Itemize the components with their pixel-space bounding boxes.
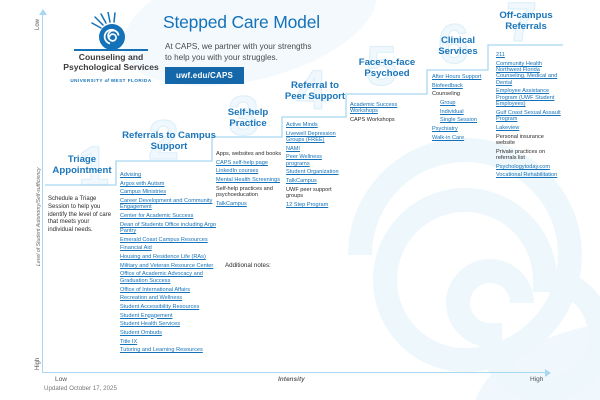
- resource-link[interactable]: TalkCampus: [286, 178, 317, 185]
- logo-divider: [74, 49, 148, 51]
- resource-text: Apps, websites and books: [216, 151, 281, 157]
- resource-link[interactable]: Student Organization: [286, 169, 339, 176]
- resource-link[interactable]: Livewell Depression Groups (FREE): [286, 130, 336, 144]
- resource-link[interactable]: Advising: [120, 172, 142, 178]
- updated-date: Updated October 17, 2025: [44, 385, 117, 392]
- step-7-numeral: 7: [505, 0, 538, 53]
- university-prefix: UNIVERSITY: [70, 78, 103, 83]
- resource-link[interactable]: TalkCampus: [216, 200, 247, 207]
- page-title: Stepped Care Model: [163, 12, 320, 32]
- x-axis-line: [42, 372, 546, 374]
- resource-link[interactable]: NAMI: [286, 145, 300, 152]
- resource-link[interactable]: Student Engagement: [120, 312, 173, 319]
- subtitle-line1: At CAPS, we partner with your strengths: [165, 42, 312, 51]
- university-of: of: [104, 78, 109, 83]
- resource-link[interactable]: Student Health Services: [120, 321, 181, 328]
- resource-link[interactable]: Center for Academic Success: [120, 213, 194, 220]
- resource-link[interactable]: Group: [440, 100, 456, 107]
- step-1-description: Schedule a Triage Session to help you id…: [48, 196, 112, 234]
- x-axis-title: Intensity: [278, 376, 305, 383]
- resource-link[interactable]: Community Health Northwest Florida Couns…: [496, 60, 558, 86]
- resource-link[interactable]: Walk-in Care: [432, 134, 465, 141]
- x-axis-left-label: Low: [55, 376, 67, 383]
- step-5-title: Face-to-face Psychoed: [358, 57, 416, 79]
- resource-link[interactable]: Biofeedback: [432, 82, 463, 89]
- nautilus-watermark: [348, 138, 600, 400]
- resource-link[interactable]: Psychiatry: [432, 126, 458, 133]
- resource-link[interactable]: Dean of Students Office including Argo P…: [120, 221, 216, 235]
- resource-link[interactable]: Mental Health Screenings: [216, 177, 281, 184]
- resource-link[interactable]: Employee Assistance Program (UWF Student…: [496, 88, 555, 108]
- y-axis-bottom-label: High: [35, 357, 41, 370]
- step-2-title: Referrals to Campus Support: [122, 130, 216, 152]
- resource-text: Personal insurance website: [496, 133, 544, 146]
- resource-link[interactable]: LinkedIn courses: [216, 168, 259, 175]
- org-name-line2: Psychological Services: [63, 61, 159, 72]
- subtitle: At CAPS, we partner with your strengths …: [165, 41, 312, 63]
- resource-link[interactable]: Single Session: [440, 117, 478, 124]
- step-6-title: Clinical Services: [438, 35, 478, 57]
- resource-link[interactable]: Academic Success Workshops: [350, 102, 398, 115]
- step-7-title: Off-campus Referrals: [499, 10, 553, 32]
- resource-link[interactable]: Psychologytoday.com: [496, 163, 550, 170]
- resource-link[interactable]: Recreation and Wellness: [120, 295, 183, 302]
- y-axis-line: [42, 15, 44, 373]
- y-axis-top-label: Low: [35, 18, 41, 30]
- resource-link[interactable]: Military and Veteran Resource Center: [120, 262, 214, 269]
- resource-link[interactable]: Student Ombuds: [120, 329, 162, 336]
- resource-link[interactable]: Financial Aid: [120, 245, 152, 252]
- y-axis-title: Level of Student Autonomy/Self-sufficien…: [36, 167, 42, 266]
- resource-link[interactable]: Office of International Affairs: [120, 286, 191, 293]
- resource-link[interactable]: Student Accessibility Resources: [120, 303, 200, 310]
- additional-notes-label: Additional notes:: [225, 262, 271, 269]
- y-axis-arrow-icon: [39, 9, 47, 15]
- nautilus-shell-icon: [91, 12, 125, 50]
- resource-link[interactable]: Vocational Rehabilitation: [496, 172, 558, 179]
- resource-link[interactable]: 12 Step Program: [286, 201, 329, 208]
- resource-text: Private practices on referrals list: [496, 148, 546, 162]
- university-name: UNIVERSITY of WEST FLORIDA: [56, 78, 166, 83]
- step-4-title: Referral to Peer Support: [284, 80, 346, 102]
- resource-link[interactable]: Lakeview: [496, 124, 520, 131]
- resource-link[interactable]: Title IX: [120, 338, 138, 345]
- resource-link[interactable]: Emerald Coast Campus Resources: [120, 236, 208, 243]
- step-3-title: Self-help Practice: [227, 107, 269, 129]
- org-name: Counseling and Psychological Services: [56, 52, 166, 72]
- resource-link[interactable]: Individual: [440, 108, 464, 115]
- resource-text: CAPS Workshops: [350, 117, 395, 124]
- resource-link[interactable]: Peer Wellness programs: [286, 154, 322, 167]
- caps-url-button[interactable]: uwf.edu/CAPS: [165, 67, 245, 84]
- resource-text: UWF peer support groups: [286, 186, 332, 200]
- resource-link[interactable]: Argos with Autism: [120, 180, 165, 187]
- resource-link[interactable]: CAPS self-help page: [216, 159, 268, 166]
- resource-link[interactable]: Active Minds: [286, 122, 318, 128]
- resource-text: Counseling: [432, 91, 460, 98]
- resource-link[interactable]: Tutoring and Learning Resources: [120, 347, 203, 354]
- resource-link[interactable]: Gulf Coast Sexual Assault Program: [496, 109, 561, 123]
- resource-link[interactable]: Office of Academic Advocacy and Graduati…: [120, 271, 203, 284]
- resource-link[interactable]: After Hours Support: [432, 74, 482, 80]
- resource-link[interactable]: Career Development and Community Engagem…: [120, 198, 213, 211]
- resource-link[interactable]: Campus Ministries: [120, 189, 167, 196]
- x-axis-arrow-icon: [545, 369, 551, 377]
- resource-link[interactable]: 211: [496, 52, 505, 58]
- university-suffix: WEST FLORIDA: [110, 78, 152, 83]
- step-1-title: Triage Appointment: [52, 154, 112, 176]
- resource-text: Self-help practices and psychoeducation: [216, 185, 273, 199]
- x-axis-right-label: High: [530, 376, 544, 383]
- resource-link[interactable]: Housing and Residence Life (RAs): [120, 254, 206, 261]
- subtitle-line2: to help you with your struggles.: [165, 53, 278, 63]
